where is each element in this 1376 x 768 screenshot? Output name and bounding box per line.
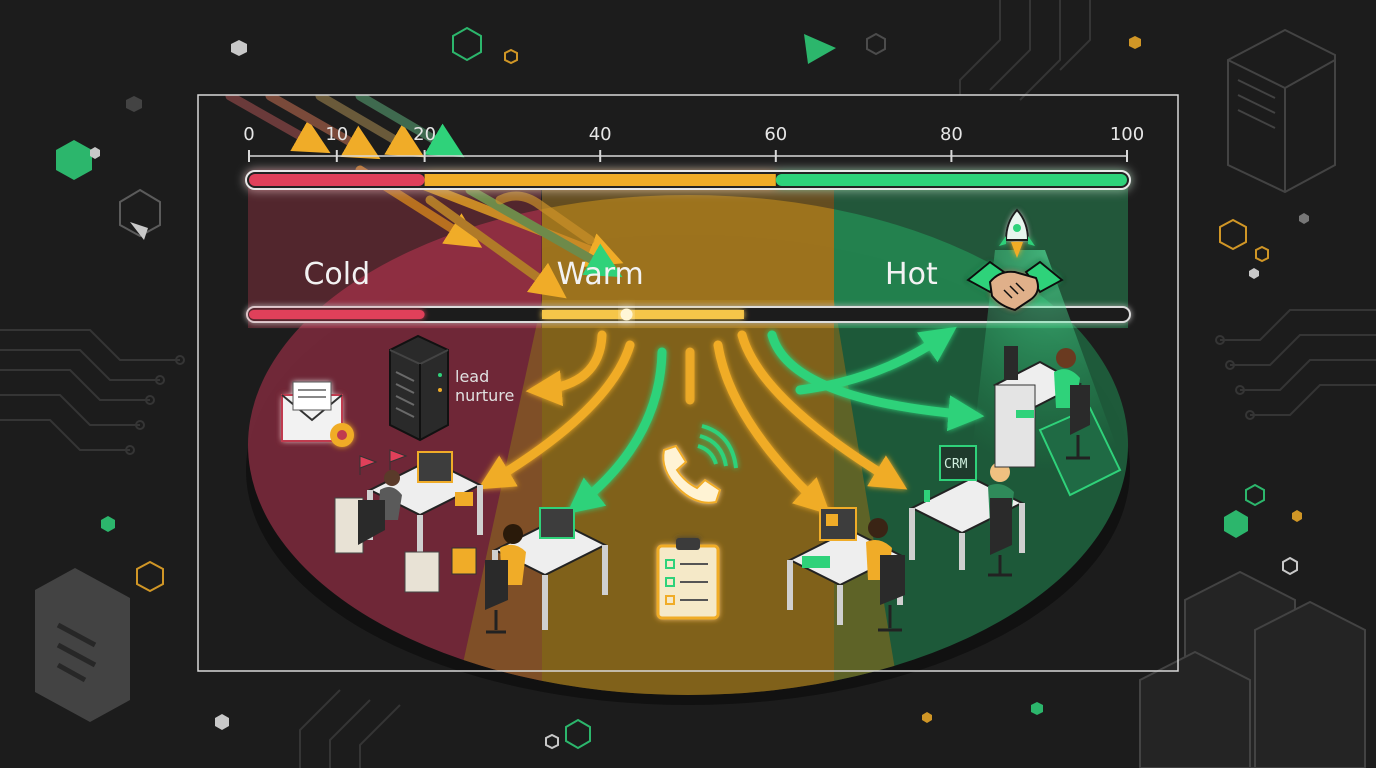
diagram-frame [197,94,1179,672]
zone-segment-hot [775,174,1127,186]
arrow-to-handshake [795,326,957,395]
desk-hot-top [992,346,1122,497]
tick-label-20: 20 [413,124,436,145]
routing-arrows [477,326,985,515]
tick-label-40: 40 [589,124,612,145]
zone-segment-cold [249,174,425,186]
clipboard-checklist-icon [656,538,720,620]
score-scale: 0 10 20 40 60 80 100 Cold Warm Hot [243,124,1144,323]
progress-fill-cold [249,310,425,319]
lead-nurture-label-line2: nurture [455,386,514,405]
incoming-lead-arrows [225,95,624,299]
circuit-lines-top [959,0,1091,101]
server-outline-top-right [1227,28,1336,194]
rocket-icon [999,208,1035,258]
zone-labels: Cold Warm Hot [303,257,938,292]
circuit-lines-right [1215,309,1376,420]
server-rack-icon [389,334,449,442]
lead-nurture-label-line1: lead [455,367,489,386]
tick-label-100: 100 [1110,124,1144,145]
handshake-icon [966,260,1064,312]
document-icon-bottom-left [35,568,130,722]
envelope-gear-icon [281,381,354,447]
arrow-to-warm-desk-1 [566,347,667,514]
tick-label-0: 0 [243,124,254,145]
desk-cold [334,449,483,593]
server-outline-bottom-right [1139,570,1366,768]
desk-warm-right [787,507,905,632]
zone-segment-warm [424,174,776,186]
scale-ticks: 0 10 20 40 60 80 100 [243,124,1144,162]
hot-zone-column [834,188,1128,328]
circuit-lines-bottom [299,689,401,768]
arrow-to-hot-desk-1 [737,330,908,490]
zone-bar [245,170,1131,190]
arrow-to-nurture [525,330,607,407]
tick-label-60: 60 [764,124,787,145]
zone-label-hot: Hot [885,257,938,292]
arrow-to-cold-desk [477,340,635,490]
hexagons-decor [56,26,1309,750]
desk-warm-left [485,507,608,634]
progress-bar [246,306,1131,323]
phone-ringing-icon [662,424,738,504]
progress-fill-warm [542,310,744,319]
tick-label-10: 10 [325,124,348,145]
desk-hot-crm: CRM [909,445,1025,577]
arrow-to-warm-desk-2 [713,340,831,515]
progress-knob [620,308,633,321]
tick-label-80: 80 [940,124,963,145]
circuit-lines-left [0,329,185,455]
zone-label-cold: Cold [303,257,370,292]
crm-screen-label: CRM [944,457,968,472]
zone-label-warm: Warm [557,257,644,292]
